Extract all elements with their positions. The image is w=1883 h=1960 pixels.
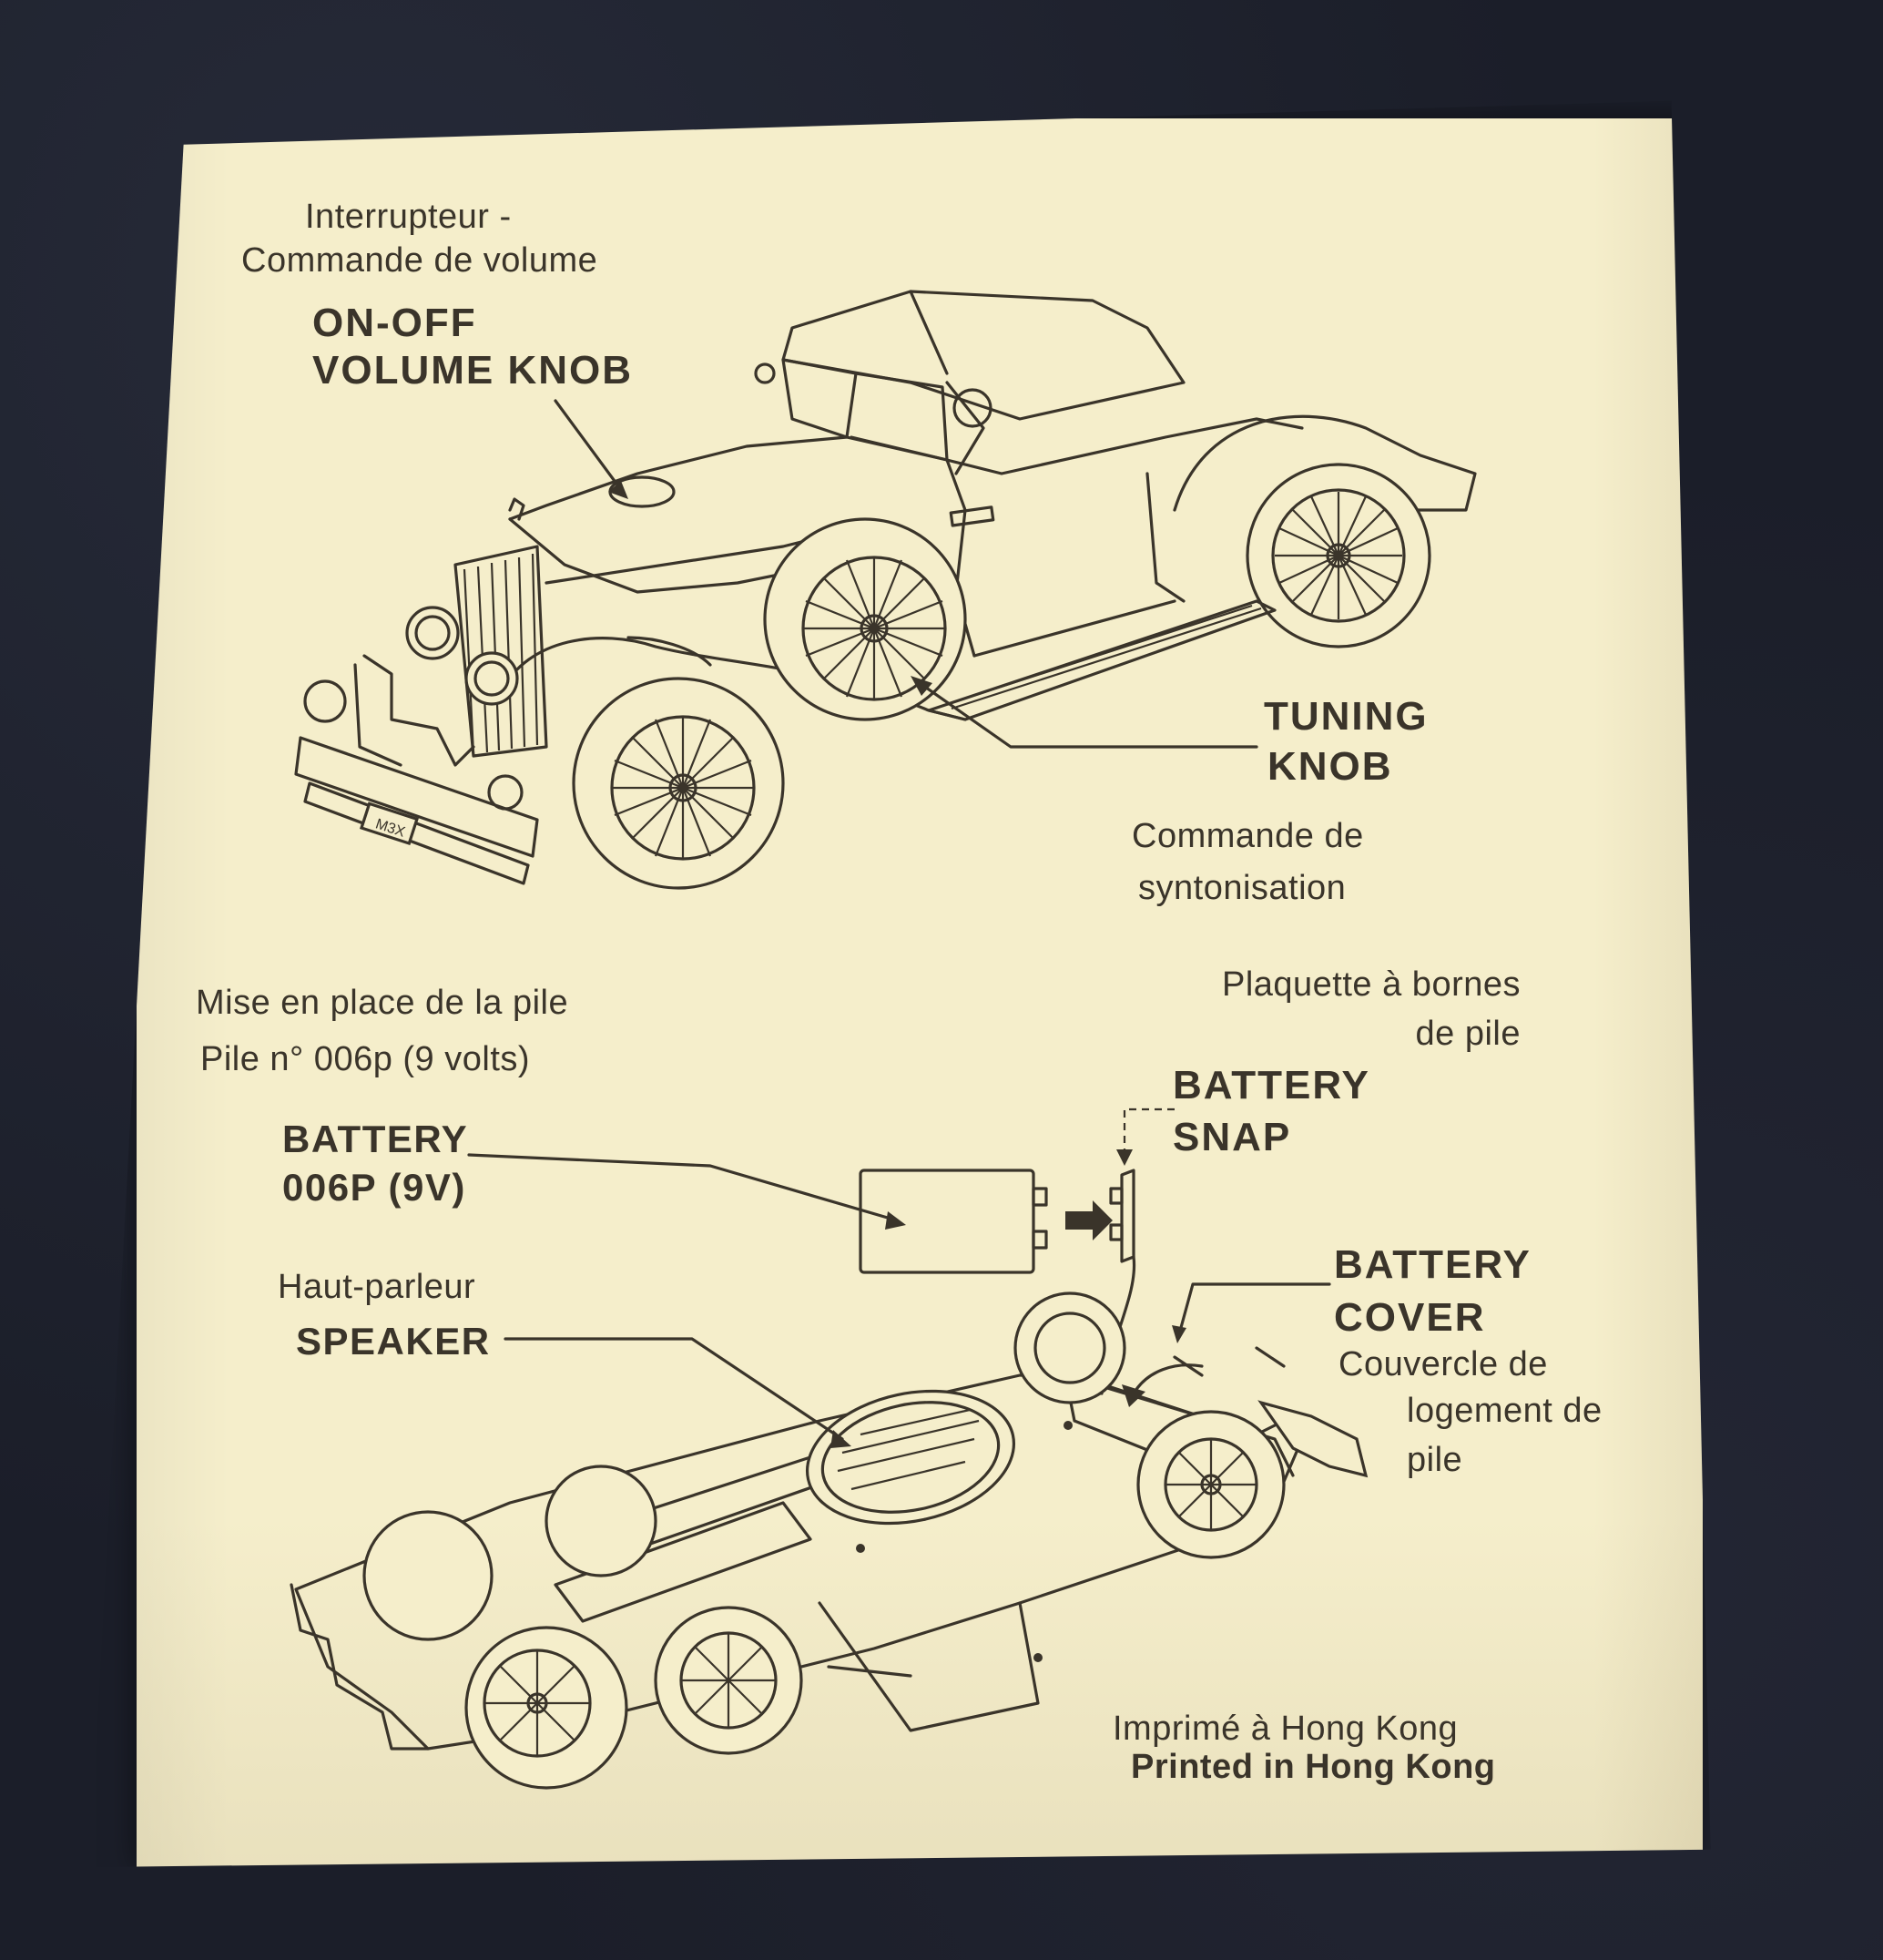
printed-label-en: Printed in Hong Kong xyxy=(1131,1748,1496,1786)
snap-label-en-2: SNAP xyxy=(1173,1115,1292,1159)
snap-pointer xyxy=(1123,1108,1175,1157)
battery-label-en-1: BATTERY xyxy=(282,1118,469,1160)
speaker-pointer xyxy=(504,1337,844,1441)
speaker-label-fr: Haut-parleur xyxy=(278,1268,476,1306)
printed-label-fr: Imprimé à Hong Kong xyxy=(1113,1710,1459,1748)
cover-label-en-2: COVER xyxy=(1334,1295,1486,1340)
cover-label-en-1: BATTERY xyxy=(1334,1242,1532,1287)
volume-knob-pointer xyxy=(554,399,621,489)
tuning-label-fr-1: Commande de xyxy=(1132,817,1364,855)
battery-label-en-2: 006P (9V) xyxy=(282,1166,466,1209)
battery-pointer xyxy=(467,1153,899,1222)
insert-arrow-icon xyxy=(1065,1200,1113,1240)
snap-label-fr-2: de pile xyxy=(1415,1015,1521,1053)
cover-pointer xyxy=(1177,1282,1331,1336)
tuning-label-en-2: KNOB xyxy=(1267,744,1393,789)
cover-label-fr-2: logement de xyxy=(1407,1392,1603,1430)
speaker-arrowhead xyxy=(830,1430,851,1448)
tuning-label-en-1: TUNING xyxy=(1264,694,1429,739)
battery-arrowhead xyxy=(885,1211,906,1230)
battery-placement-fr-2: Pile n° 006p (9 volts) xyxy=(200,1040,531,1078)
cover-rotate-arrow xyxy=(1132,1363,1204,1395)
volume-label-en-2: VOLUME KNOB xyxy=(312,348,633,393)
snap-label-en-1: BATTERY xyxy=(1173,1063,1370,1108)
cover-label-fr-3: pile xyxy=(1407,1441,1463,1479)
tuning-knob-pointer xyxy=(918,681,1258,749)
cover-arrowhead xyxy=(1172,1325,1186,1343)
speaker-label-en: SPEAKER xyxy=(296,1320,491,1363)
volume-knob xyxy=(608,475,676,508)
volume-label-fr-1: Interrupteur - xyxy=(305,198,512,236)
snap-label-fr-1: Plaquette à bornes xyxy=(1221,965,1521,1004)
snap-arrowhead xyxy=(1116,1149,1133,1166)
battery-placement-fr-1: Mise en place de la pile xyxy=(196,984,569,1022)
rotate-arrowhead xyxy=(1122,1384,1145,1407)
tuning-knob-arrowhead xyxy=(911,676,932,696)
cover-label-fr-1: Couvercle de xyxy=(1338,1345,1548,1383)
volume-label-en-1: ON-OFF xyxy=(312,301,477,345)
volume-label-fr-2: Commande de volume xyxy=(241,241,598,280)
top-car-illustration xyxy=(294,290,1477,890)
battery-illustration xyxy=(859,1169,1048,1274)
tuning-label-fr-2: syntonisation xyxy=(1138,869,1347,907)
volume-knob-arrowhead xyxy=(608,481,628,499)
bottom-car-illustration xyxy=(290,1291,1369,1790)
